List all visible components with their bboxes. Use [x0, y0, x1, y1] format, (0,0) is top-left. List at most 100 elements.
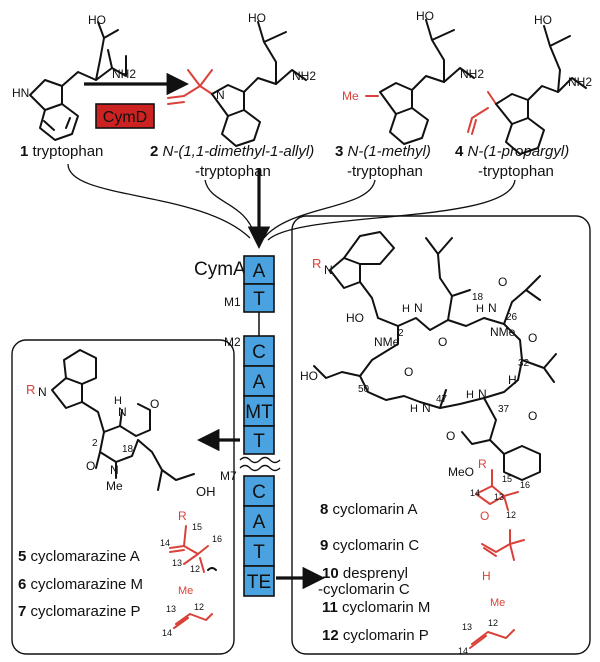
nh-label-2: H [476, 303, 484, 315]
pos-32: 32 [518, 358, 530, 369]
substrate-3-number: 3 [335, 143, 343, 160]
svg-text:11 cyclomarin M: 11 cyclomarin M [322, 599, 430, 616]
substrate-2-name-line2: -tryptophan [195, 163, 271, 180]
nme-label: Me [106, 479, 123, 493]
n-label-1: N [414, 301, 423, 315]
product-8-name: cyclomarin A [333, 501, 418, 518]
o-label-bottom: O [86, 459, 95, 473]
domain-m1-a [243, 255, 275, 285]
chain-break-symbol-bottom [239, 464, 281, 472]
svg-text:MT: MT [245, 402, 273, 423]
pos-2: 2 [398, 328, 404, 339]
nh2-label: NH2 [568, 75, 592, 89]
substrate-4-number: 4 [455, 143, 464, 160]
ho-label-chain: HO [300, 369, 318, 383]
svg-text:7 cyclomarazine P: 7 cyclomarazine P [18, 603, 141, 620]
n-label-2: N [488, 301, 497, 315]
svg-text:1 tryptophan: 1 tryptophan [20, 143, 103, 160]
methyl-label: Me [490, 597, 505, 609]
svg-text:4 N-(1-propargyl): 4 N-(1-propargyl) [455, 143, 569, 160]
position-15: 15 [192, 522, 202, 532]
cyclomarazine-a-fragment: R 14 15 16 13 12 [160, 509, 222, 574]
svg-text:3 N-(1-methyl): 3 N-(1-methyl) [335, 143, 431, 160]
pos-50: 50 [358, 384, 370, 395]
cymd-label: CymD [103, 109, 147, 126]
nh-label-top: H [114, 395, 122, 407]
cyclomarazine-structure: R N H N O O N Me OH 2 18 [26, 349, 216, 499]
o-label-2: O [498, 275, 507, 289]
cyclomarin-panel [291, 215, 591, 655]
pos-47: 47 [436, 394, 448, 405]
r-label: R [312, 256, 321, 271]
svg-text:12 cyclomarin P: 12 cyclomarin P [322, 627, 429, 644]
svg-text:8 cyclomarin A: 8 cyclomarin A [320, 501, 418, 518]
svg-text:T: T [253, 431, 265, 452]
module-m7: C A T TE [243, 475, 275, 597]
hydrogen-label: H [482, 569, 491, 583]
product-12-name: cyclomarin P [343, 627, 429, 644]
cyma-label: CymA [194, 259, 246, 280]
substrate-3-arrow [263, 179, 376, 239]
module-m1: A T [243, 255, 275, 313]
cyclomarazine-p-fragment: Me 13 12 14 [162, 585, 213, 638]
cymd-enzyme-box [95, 103, 155, 129]
n-label: N [38, 385, 47, 399]
cyclomarin-c-fragment [481, 529, 525, 561]
product-6-number: 6 [18, 576, 26, 593]
nh-label-5: H [466, 389, 474, 401]
product-6-name: cyclomarazine M [31, 576, 144, 593]
svg-text:C: C [252, 342, 266, 363]
svg-text:12: 12 [506, 510, 516, 520]
product-9-number: 9 [320, 537, 328, 554]
substrate-3-name: N-(1-methyl) [348, 143, 431, 160]
domain-m1-t [243, 283, 275, 313]
svg-text:A: A [253, 372, 266, 393]
module-m2-label: M2 [224, 335, 241, 349]
substrate-4-name-line2: -tryptophan [478, 163, 554, 180]
svg-text:T: T [253, 289, 265, 310]
oh-label: OH [196, 484, 216, 499]
product-10-name-line2: -cyclomarin C [318, 581, 410, 598]
methyl-label: Me [342, 89, 359, 103]
substrate-2-arrow [204, 179, 257, 239]
nme-label-1: NMe [490, 325, 516, 339]
svg-text:5 cyclomarazine A: 5 cyclomarazine A [18, 548, 140, 565]
product-7-name: cyclomarazine P [31, 603, 141, 620]
position-14: 14 [160, 538, 170, 548]
svg-text:10 desprenyl: 10 desprenyl [322, 565, 408, 582]
substrate-2-structure: N HO NH2 [167, 11, 316, 147]
n-label-top: N [118, 405, 127, 419]
ho-label: HO [534, 13, 552, 27]
ho-label: HO [416, 9, 434, 23]
product-7-number: 7 [18, 603, 26, 620]
nme-label-2: NMe [374, 335, 400, 349]
cyclomarin-structure: R N HO H N O H N O NMe O H NMe HO O H N … [300, 231, 557, 481]
pos-26: 26 [506, 312, 518, 323]
r-label: R [178, 509, 187, 523]
product-11-number: 11 [322, 599, 338, 616]
position-18: 18 [122, 444, 134, 455]
domain-m7-t [243, 535, 275, 567]
product-8-number: 8 [320, 501, 328, 518]
substrate-1-arrow [67, 163, 251, 239]
domain-m2-mt [243, 395, 275, 427]
product-12-number: 12 [322, 627, 339, 644]
substrate-1-number: 1 [20, 143, 28, 160]
hn-label: HN [12, 86, 29, 100]
pos-18: 18 [472, 292, 484, 303]
nh2-label: NH2 [460, 67, 484, 81]
cyclomarazine-panel [11, 339, 235, 655]
o-label-1: O [438, 335, 447, 349]
svg-text:6 cyclomarazine M: 6 cyclomarazine M [18, 576, 143, 593]
svg-text:13: 13 [462, 622, 472, 632]
substrate-2-number: 2 [150, 143, 158, 160]
cyclomarin-p-fragment: 12 13 14 [458, 618, 515, 656]
svg-text:TE: TE [247, 572, 271, 593]
product-10-number: 10 [322, 565, 339, 582]
svg-text:A: A [253, 261, 266, 282]
svg-text:14: 14 [162, 628, 172, 638]
position-16: 16 [212, 534, 222, 544]
nh2-label: NH2 [112, 67, 136, 81]
domain-m2-t [243, 425, 275, 455]
